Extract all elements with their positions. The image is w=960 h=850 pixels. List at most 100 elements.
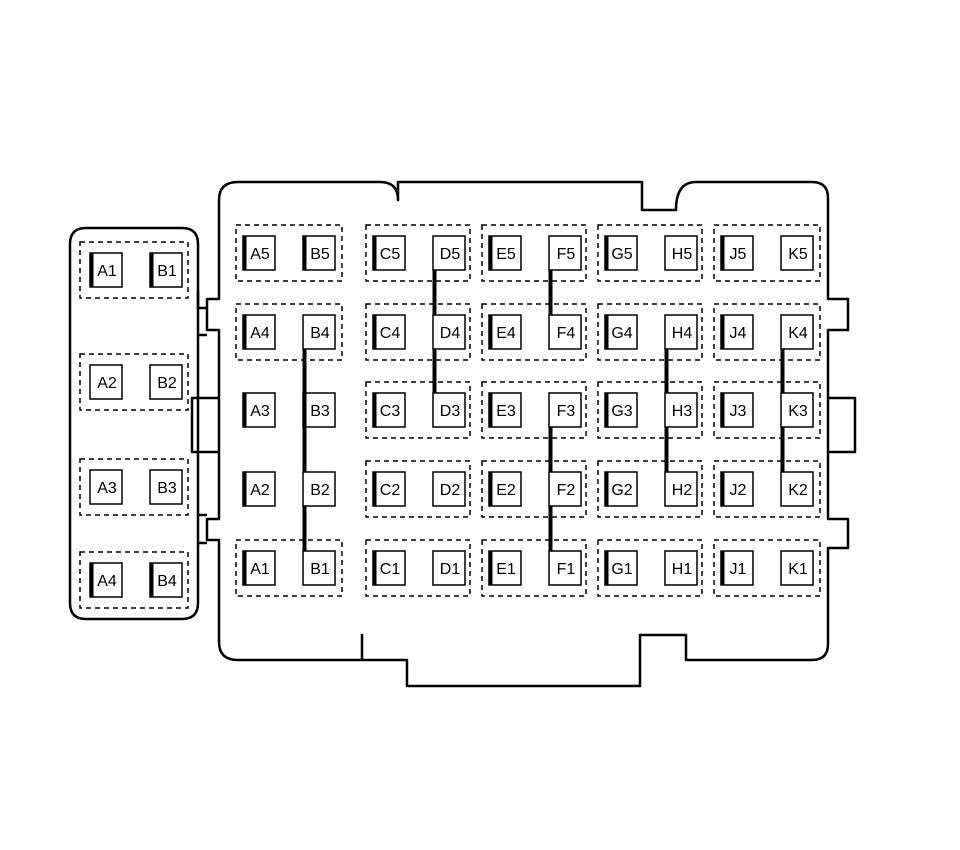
side-connector-housing [68, 226, 200, 621]
cavity-pair-group [365, 303, 471, 361]
cavity-label: C5 [380, 246, 401, 263]
cavity-label: A1 [250, 561, 270, 578]
cavity-H5: H5 [664, 235, 698, 271]
cavity-K3: K3 [780, 392, 814, 428]
cavity-label: G1 [611, 561, 632, 578]
cavity-A1: A1 [242, 550, 276, 586]
side-cavity-group [79, 241, 189, 299]
cavity-D5: D5 [432, 235, 466, 271]
cavity-label: G5 [611, 246, 632, 263]
cavity-label: B3 [310, 403, 330, 420]
cavity-label: H1 [672, 561, 693, 578]
cavity-label: B5 [310, 246, 330, 263]
cavity-B4: B4 [149, 562, 183, 598]
cavity-A2: A2 [242, 471, 276, 507]
cavity-B2: B2 [302, 471, 336, 507]
cavity-label: D4 [440, 325, 461, 342]
cavity-pair-group [481, 381, 587, 439]
cavity-label: A4 [250, 325, 270, 342]
side-cavity-group [79, 551, 189, 609]
cavity-C1: C1 [372, 550, 406, 586]
cavity-K4: K4 [780, 314, 814, 350]
cavity-label: A2 [97, 375, 117, 392]
housing-key-left-lower [198, 513, 207, 545]
cavity-label: K1 [788, 561, 808, 578]
cavity-label: C4 [380, 325, 401, 342]
cavity-label: A3 [97, 480, 117, 497]
cavity-pair-group [365, 539, 471, 597]
cavity-C2: C2 [372, 471, 406, 507]
cavity-label: C3 [380, 403, 401, 420]
cavity-pair-group [481, 460, 587, 518]
cavity-C3: C3 [372, 392, 406, 428]
cavity-pair-group [597, 224, 703, 282]
cavity-label: J1 [730, 561, 747, 578]
cavity-B3: B3 [149, 469, 183, 505]
cavity-A5: A5 [242, 235, 276, 271]
cavity-B3: B3 [302, 392, 336, 428]
cavity-label: K3 [788, 403, 808, 420]
cavity-label: F3 [557, 403, 576, 420]
side-cavity-group [79, 353, 189, 411]
cavity-label: B4 [157, 573, 177, 590]
cavity-C4: C4 [372, 314, 406, 350]
cavity-label: E5 [496, 246, 516, 263]
cavity-J3: J3 [720, 392, 754, 428]
cavity-label: B2 [157, 375, 177, 392]
cavity-K1: K1 [780, 550, 814, 586]
cavity-pair-group [481, 224, 587, 282]
cavity-A4: A4 [89, 562, 123, 598]
cavity-H3: H3 [664, 392, 698, 428]
cavity-G4: G4 [604, 314, 638, 350]
cavity-H1: H1 [664, 550, 698, 586]
cavity-J4: J4 [720, 314, 754, 350]
cavity-label: H3 [672, 403, 693, 420]
cavity-pair-group [597, 460, 703, 518]
cavity-pair-group [481, 539, 587, 597]
cavity-J1: J1 [720, 550, 754, 586]
cavity-A4: A4 [242, 314, 276, 350]
cavity-label: K5 [788, 246, 808, 263]
cavity-F3: F3 [548, 392, 582, 428]
cavity-K5: K5 [780, 235, 814, 271]
cavity-B1: B1 [149, 252, 183, 288]
cavity-label: D5 [440, 246, 461, 263]
cavity-D4: D4 [432, 314, 466, 350]
cavity-pair-group [597, 303, 703, 361]
cavity-label: D2 [440, 482, 461, 499]
cavity-label: E2 [496, 482, 516, 499]
cavity-label: H5 [672, 246, 693, 263]
cavity-label: J2 [730, 482, 747, 499]
cavity-label: J5 [730, 246, 747, 263]
cavity-G3: G3 [604, 392, 638, 428]
cavity-label: E4 [496, 325, 516, 342]
cavity-D2: D2 [432, 471, 466, 507]
cavity-pair-group [597, 381, 703, 439]
cavity-B2: B2 [149, 364, 183, 400]
cavity-label: C1 [380, 561, 401, 578]
cavity-C5: C5 [372, 235, 406, 271]
cavity-pair-group [597, 539, 703, 597]
cavity-label: F4 [557, 325, 576, 342]
cavity-B1: B1 [302, 550, 336, 586]
cavity-F1: F1 [548, 550, 582, 586]
cavity-G5: G5 [604, 235, 638, 271]
cavity-A2: A2 [89, 364, 123, 400]
cavity-label: F5 [557, 246, 576, 263]
cavity-label: B1 [310, 561, 330, 578]
cavity-label: F1 [557, 561, 576, 578]
side-cavity-group [79, 458, 189, 516]
cavity-J5: J5 [720, 235, 754, 271]
cavity-G2: G2 [604, 471, 638, 507]
cavity-E3: E3 [488, 392, 522, 428]
cavity-label: A3 [250, 403, 270, 420]
cavity-label: A4 [97, 573, 117, 590]
cavity-label: A2 [250, 482, 270, 499]
cavity-J2: J2 [720, 471, 754, 507]
cavity-E2: E2 [488, 471, 522, 507]
cavity-H4: H4 [664, 314, 698, 350]
cavity-F2: F2 [548, 471, 582, 507]
cavity-label: B3 [157, 480, 177, 497]
cavity-label: H2 [672, 482, 693, 499]
